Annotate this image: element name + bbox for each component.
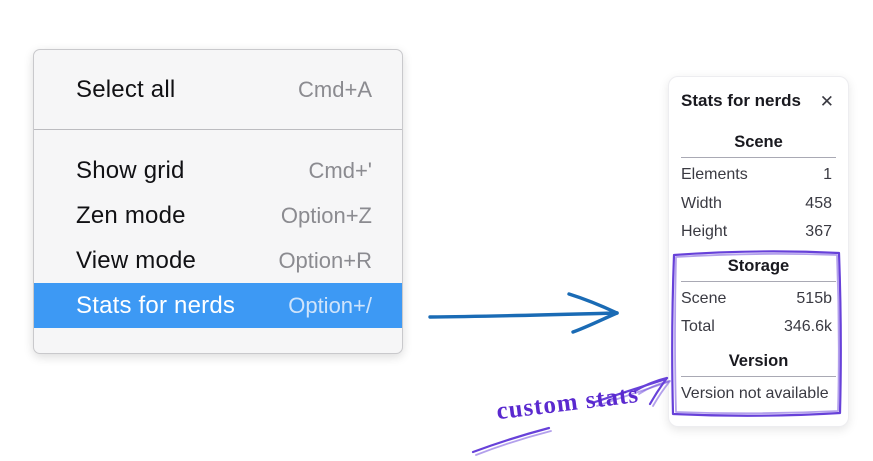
menu-item-shortcut: Cmd+A: [298, 76, 372, 102]
stat-label: Total: [681, 318, 715, 335]
context-menu-section-bottom: Show grid Cmd+' Zen mode Option+Z View m…: [34, 130, 402, 353]
section-rule: [681, 157, 836, 158]
menu-item-show-grid[interactable]: Show grid Cmd+': [34, 148, 402, 193]
stat-label: Height: [681, 223, 728, 240]
menu-item-label: Show grid: [76, 156, 185, 184]
menu-item-label: Zen mode: [76, 201, 186, 229]
stat-value: 458: [805, 194, 832, 212]
blue-arrow: [428, 292, 619, 334]
section-rule: [681, 280, 836, 282]
menu-item-label: Stats for nerds: [76, 291, 236, 319]
stat-value: 367: [805, 223, 832, 240]
close-icon: ✕: [819, 91, 834, 111]
stats-panel-header: Stats for nerds ✕: [681, 87, 836, 115]
menu-item-label: Select all: [76, 75, 176, 103]
stats-panel-title: Stats for nerds: [681, 91, 801, 110]
menu-item-shortcut: Option+Z: [280, 202, 372, 228]
stat-row-scene-storage: Scene 515b: [681, 285, 836, 314]
menu-item-select-all[interactable]: Select all Cmd+A: [34, 67, 402, 112]
close-button[interactable]: ✕: [818, 91, 836, 112]
section-rule: [681, 375, 836, 377]
stat-value: 346.6k: [783, 318, 832, 335]
stat-value: 1: [823, 166, 832, 183]
menu-item-shortcut: Option+R: [278, 247, 372, 273]
context-menu: Select all Cmd+A Show grid Cmd+' Zen mod…: [33, 49, 403, 354]
menu-divider: [34, 129, 402, 130]
menu-item-label: View mode: [76, 246, 197, 274]
custom-stats-label: custom stats: [494, 381, 641, 426]
section-header-storage: Storage: [727, 256, 790, 275]
context-menu-section-top: Select all Cmd+A: [34, 50, 402, 129]
menu-item-zen-mode[interactable]: Zen mode Option+Z: [34, 193, 402, 238]
stat-label: Elements: [681, 166, 748, 183]
version-note: Version not available: [681, 384, 829, 402]
menu-item-stats-for-nerds[interactable]: Stats for nerds Option+/: [34, 283, 402, 328]
menu-item-view-mode[interactable]: View mode Option+R: [34, 238, 402, 283]
stat-label: Scene: [681, 289, 727, 307]
stat-row-total-storage: Total 346.6k: [681, 313, 836, 342]
stat-row-height: Height 367: [681, 218, 836, 247]
stat-label: Width: [681, 194, 722, 212]
section-header-version: Version: [728, 351, 789, 370]
menu-item-shortcut: Option+/: [288, 292, 372, 318]
stat-row-elements: Elements 1: [681, 161, 836, 190]
menu-item-shortcut: Cmd+': [308, 157, 373, 183]
stat-value: 515b: [796, 289, 832, 307]
section-header-scene: Scene: [734, 133, 783, 151]
stat-row-width: Width 458: [681, 190, 836, 219]
stats-panel: Stats for nerds ✕ Scene Elements 1 Width…: [668, 76, 849, 427]
